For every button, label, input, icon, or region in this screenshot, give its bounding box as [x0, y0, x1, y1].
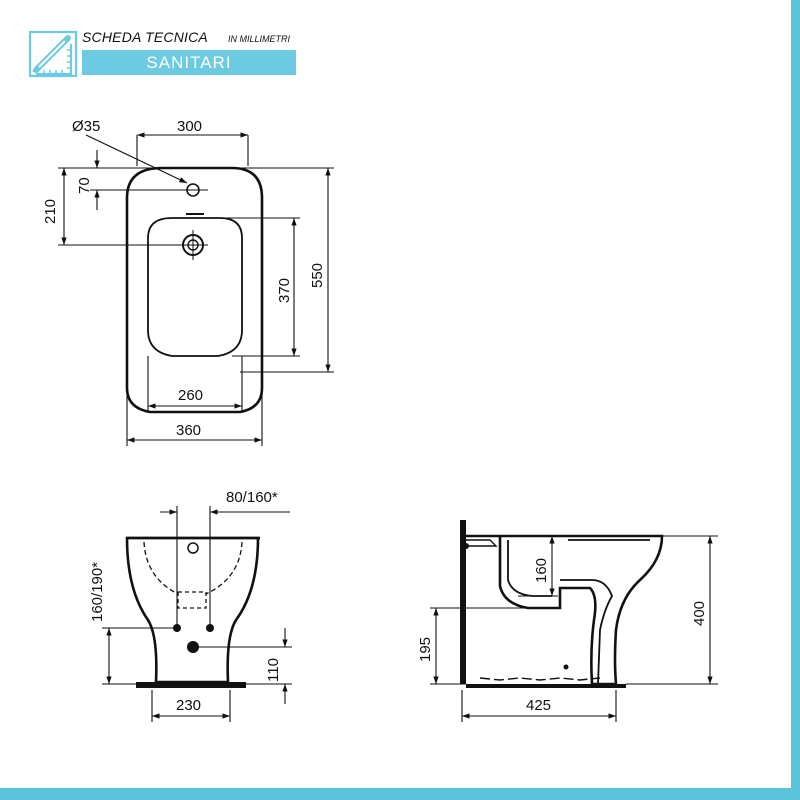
top-view-outline — [125, 166, 264, 414]
dim-base-depth: 425 — [526, 697, 551, 714]
dim-total-height: 400 — [691, 601, 708, 626]
category-label: SANITARI — [146, 53, 232, 72]
category-banner: SANITARI — [82, 50, 296, 75]
ruler-pencil-icon — [28, 30, 78, 78]
top-view — [58, 132, 334, 446]
dim-height-supply: 160/190* — [89, 562, 106, 622]
dim-bowl-length: 370 — [276, 278, 293, 303]
dim-total-length: 550 — [309, 263, 326, 288]
header-unit: IN MILLIMETRI — [228, 34, 291, 44]
dim-depth-210: 210 — [42, 199, 59, 224]
dim-width-top: 300 — [177, 118, 202, 135]
dim-hole-diameter: Ø35 — [72, 118, 100, 135]
side-view-outline — [466, 534, 664, 686]
dim-bowl-width: 260 — [178, 387, 203, 404]
front-view — [102, 506, 292, 722]
side-view — [430, 520, 718, 722]
side-view-wall — [460, 520, 466, 684]
dim-drain-height: 110 — [265, 658, 282, 682]
frame-border-right — [791, 0, 800, 800]
dim-base-width: 230 — [176, 697, 201, 714]
frame-border-bottom — [0, 788, 800, 800]
dim-total-width: 360 — [176, 422, 201, 439]
header-title: SCHEDA TECNICA — [82, 29, 208, 45]
top-view-bowl — [147, 217, 243, 357]
dim-offset: 80/160* — [226, 489, 278, 506]
dim-depth-70: 70 — [76, 177, 93, 194]
dim-height-195: 195 — [417, 637, 434, 662]
dim-depth-160: 160 — [533, 558, 550, 583]
